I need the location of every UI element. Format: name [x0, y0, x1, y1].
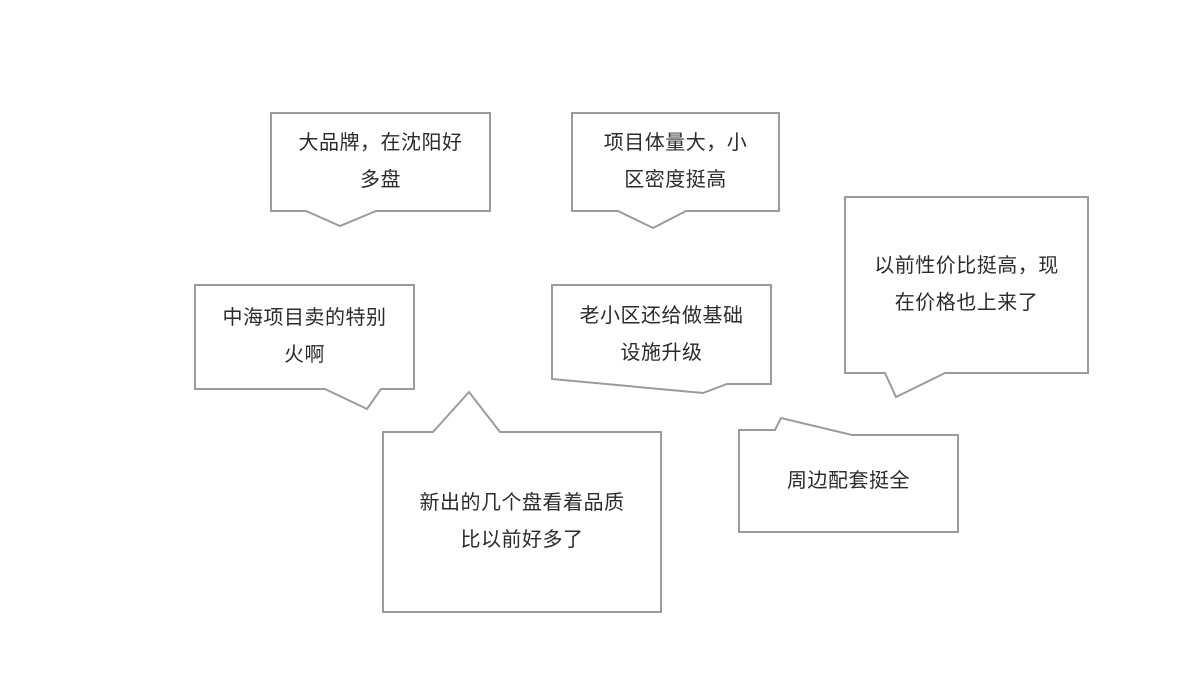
bubble-4-shape[interactable]: [194, 284, 415, 411]
bubble-2-shape[interactable]: [571, 112, 780, 230]
bubble-6-shape[interactable]: [382, 390, 662, 613]
bubble-3-shape[interactable]: [844, 196, 1089, 399]
bubble-1-shape[interactable]: [270, 112, 491, 228]
bubble-5-shape[interactable]: [551, 284, 772, 395]
bubble-7-shape[interactable]: [738, 416, 959, 533]
